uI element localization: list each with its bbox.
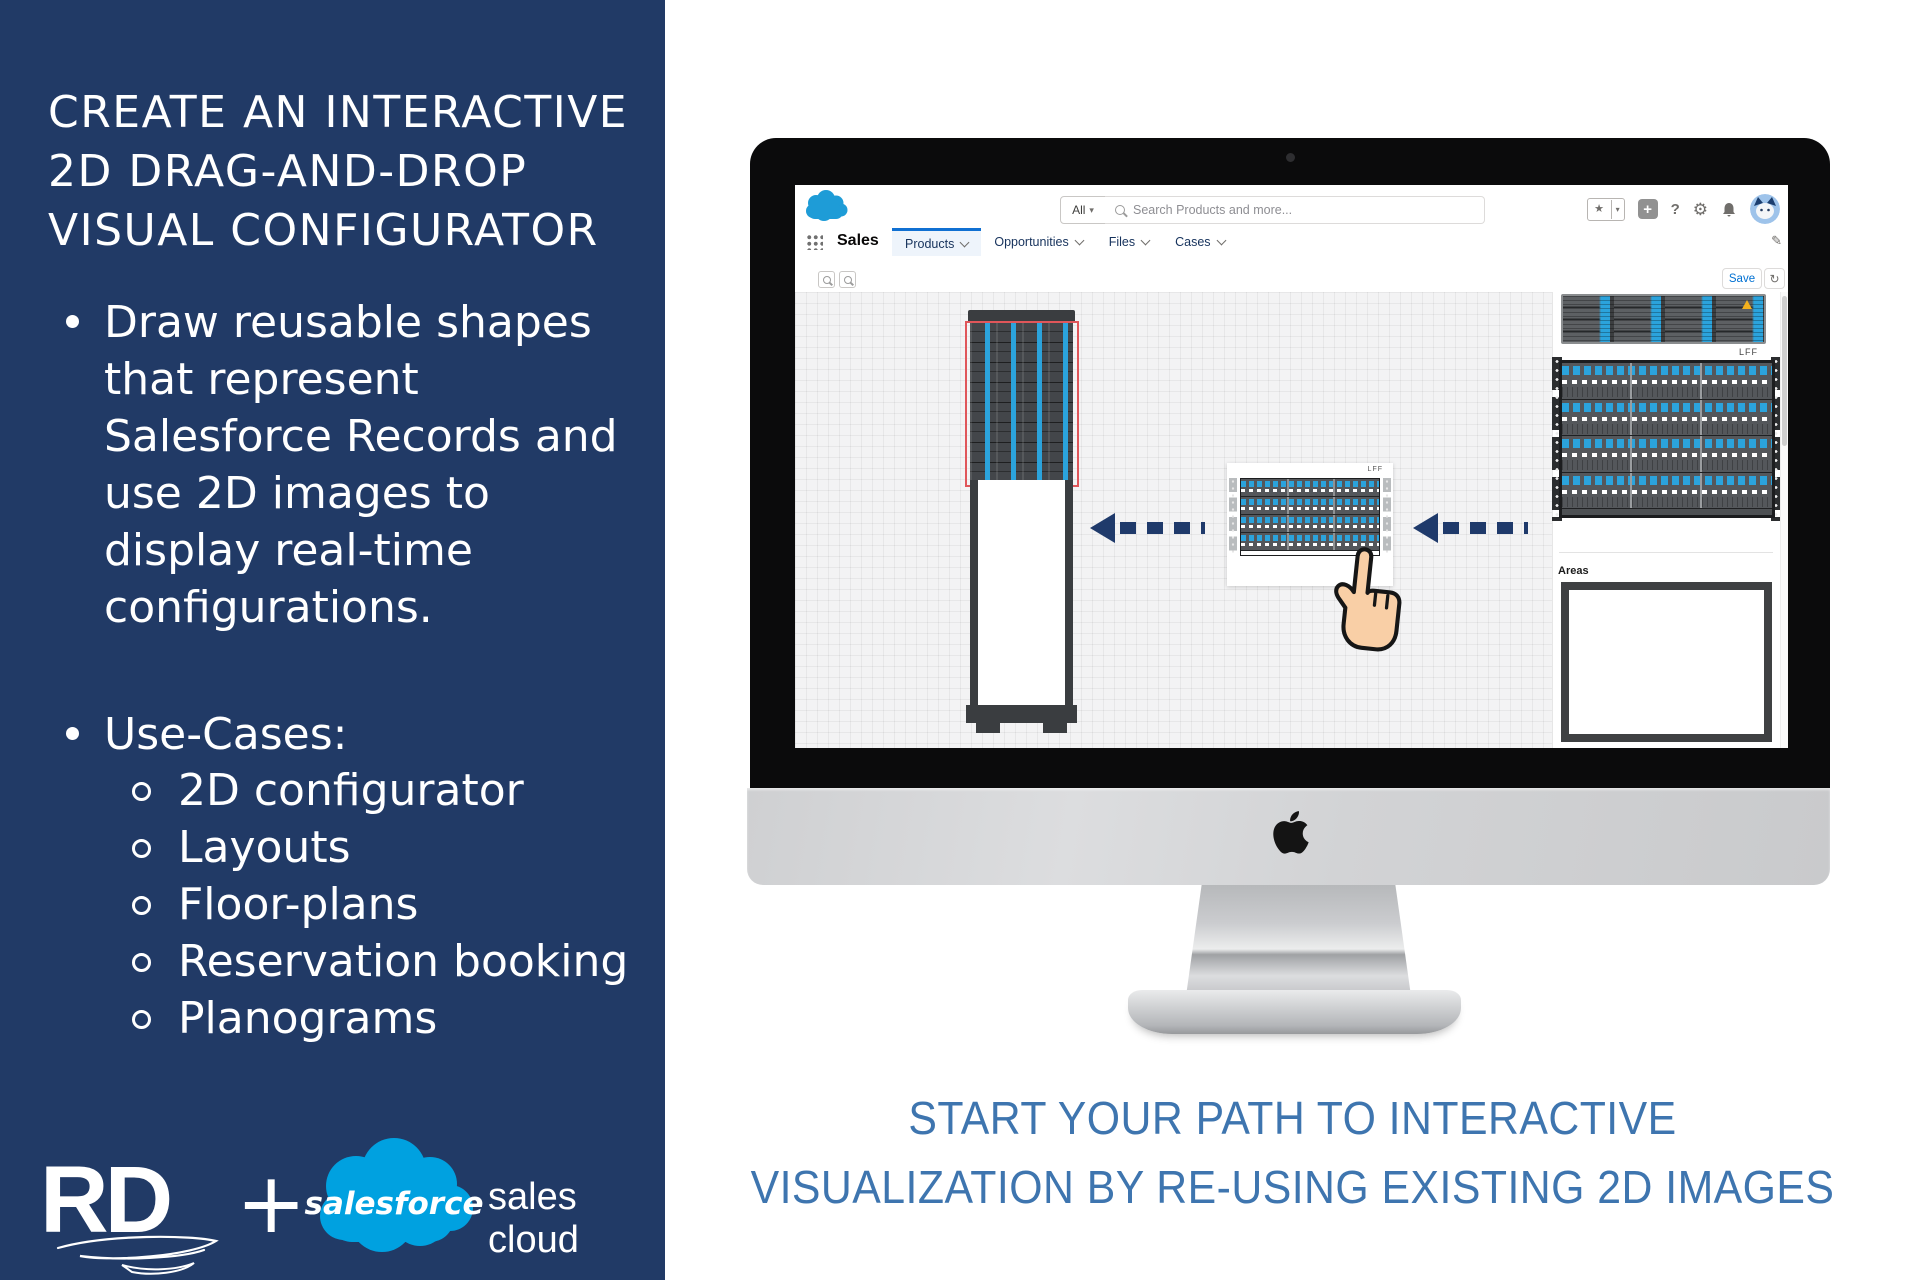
drag-direction-arrow: [1090, 513, 1205, 543]
save-button[interactable]: Save: [1722, 268, 1762, 289]
list-item: Planograms: [132, 990, 628, 1047]
rack-rail: [1552, 357, 1562, 521]
product-card-label: LFF: [1367, 466, 1383, 473]
salesforce-wordmark: salesforce: [304, 1185, 484, 1222]
configurator-canvas[interactable]: LFF: [795, 292, 1552, 748]
monitor-stand-neck: [1186, 884, 1411, 996]
apple-logo-icon: [1273, 811, 1309, 854]
search-icon: [1115, 205, 1125, 215]
divider: [1559, 552, 1773, 553]
salesforce-cloud-icon: [320, 1138, 473, 1252]
canvas-toolbar: Save ↻: [795, 256, 1788, 292]
global-add-button[interactable]: +: [1637, 199, 1658, 219]
nav-tabs: Products Opportunities Files Cases: [892, 228, 1238, 256]
feature-text: Draw reusable shapes that represent Sale…: [104, 297, 618, 633]
magnifier-icon: [822, 275, 831, 284]
global-search-input[interactable]: Search Products and more...: [1105, 196, 1485, 224]
drag-hand-cursor: [1334, 547, 1402, 652]
header-actions: ★ ▾ + ? ⚙: [1586, 194, 1780, 224]
bullet-dot: [66, 727, 79, 740]
rack-empty-bay[interactable]: [970, 480, 1073, 705]
salesforce-app-window: All ▾ Search Products and more... ★ ▾ + …: [795, 185, 1788, 748]
gear-icon[interactable]: ⚙: [1692, 199, 1708, 219]
chevron-down-icon: ▾: [1615, 204, 1620, 214]
list-item: Floor-plans: [132, 876, 628, 933]
chevron-down-icon: ▾: [1089, 204, 1094, 215]
tab-cases[interactable]: Cases: [1162, 228, 1237, 256]
chevron-down-icon: [1074, 235, 1085, 246]
list-item: 2D configurator: [132, 762, 628, 819]
list-item: Layouts: [132, 819, 628, 876]
rack-rail: [1229, 478, 1237, 556]
chevron-down-icon: [1140, 235, 1151, 246]
bell-icon[interactable]: [1721, 201, 1737, 218]
rack-top-cap: [968, 310, 1075, 323]
zoom-in-button[interactable]: [818, 271, 835, 288]
title-line: CREATE AN INTERACTIVE: [48, 87, 629, 139]
palette-item-sff[interactable]: [1559, 360, 1775, 518]
bullet-dot: [66, 315, 79, 328]
global-header: All ▾ Search Products and more... ★ ▾ + …: [795, 185, 1788, 228]
rack-foot: [976, 723, 1000, 733]
rack-foot: [1043, 723, 1067, 733]
palette-item-lff[interactable]: [1561, 294, 1766, 344]
search-scope-dropdown[interactable]: All ▾: [1060, 196, 1106, 224]
tab-files[interactable]: Files: [1096, 228, 1162, 256]
left-panel: CREATE AN INTERACTIVE 2D DRAG-AND-DROP V…: [0, 0, 665, 1280]
scrollbar-thumb[interactable]: [1782, 296, 1787, 446]
search-placeholder: Search Products and more...: [1133, 203, 1293, 217]
monitor-stand-base: [1128, 990, 1461, 1034]
help-icon[interactable]: ?: [1670, 200, 1680, 218]
plus-sign: +: [236, 1154, 307, 1252]
title-line: 2D DRAG-AND-DROP: [48, 146, 528, 198]
warning-icon: [1742, 300, 1752, 309]
page-title: CREATE AN INTERACTIVE 2D DRAG-AND-DROP V…: [48, 83, 628, 260]
rd-logo: RD: [40, 1147, 173, 1253]
list-item: Reservation booking: [132, 933, 628, 990]
component-palette: LFF SFF Areas: [1552, 292, 1781, 748]
area-shape[interactable]: [1561, 582, 1772, 742]
star-icon: ★: [1588, 199, 1612, 219]
use-cases-bullet: Use-Cases:: [66, 706, 348, 763]
use-cases-label: Use-Cases:: [104, 709, 348, 760]
plus-icon: +: [1643, 200, 1652, 218]
refresh-button[interactable]: ↻: [1764, 268, 1785, 289]
user-avatar[interactable]: [1750, 194, 1780, 224]
salesforce-logo: salesforce: [305, 1134, 483, 1276]
chevron-down-icon: [1216, 235, 1226, 246]
use-cases-list: 2D configurator Layouts Floor-plans Rese…: [132, 762, 628, 1047]
tab-products[interactable]: Products: [892, 228, 982, 256]
rack-base: [966, 705, 1077, 723]
rd-logo-swoosh: [56, 1235, 219, 1275]
app-launcher-icon[interactable]: [806, 234, 823, 250]
drag-direction-arrow: [1413, 513, 1528, 543]
sales-cloud-label: sales cloud: [488, 1176, 579, 1261]
palette-item-label: LFF: [1738, 347, 1758, 357]
chevron-down-icon: [959, 237, 970, 247]
magnifier-icon: [843, 275, 852, 284]
edit-pencil-icon[interactable]: ✎: [1771, 233, 1782, 248]
palette-scrollbar[interactable]: [1780, 292, 1788, 748]
feature-bullet: Draw reusable shapes that represent Sale…: [66, 294, 618, 636]
monitor-camera: [1286, 153, 1295, 162]
title-line: VISUAL CONFIGURATOR: [48, 205, 599, 257]
rack-rail: [1383, 478, 1391, 556]
selection-outline: [965, 321, 1079, 487]
rack-installed-units[interactable]: [970, 323, 1073, 480]
tagline: START YOUR PATH TO INTERACTIVE VISUALIZA…: [750, 1092, 1835, 1213]
app-name: Sales: [837, 232, 879, 249]
areas-section-label: Areas: [1558, 565, 1589, 577]
product-2d-image: [1240, 478, 1380, 556]
tab-opportunities[interactable]: Opportunities: [981, 228, 1095, 256]
zoom-out-button[interactable]: [839, 271, 856, 288]
app-nav-bar: Sales Products Opportunities Files Cases…: [795, 228, 1788, 257]
salesforce-header-logo-icon: [806, 190, 848, 221]
rack-rail: [1771, 357, 1781, 521]
favorites-button[interactable]: ★ ▾: [1586, 197, 1625, 221]
